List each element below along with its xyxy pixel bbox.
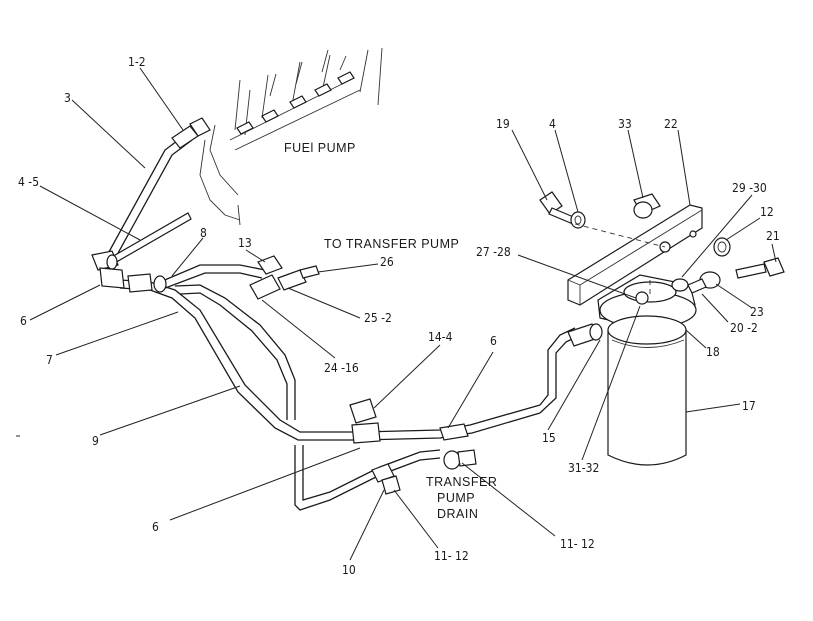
callout-10: 10 xyxy=(342,563,356,577)
callout-7: 7 xyxy=(46,353,53,367)
fitting-20-23 xyxy=(671,271,721,294)
washer-4-right xyxy=(570,211,586,229)
callout-4-right: 4 xyxy=(549,117,556,131)
callout-13: 13 xyxy=(238,236,252,250)
callout-19: 19 xyxy=(496,117,510,131)
callout-18: 18 xyxy=(706,345,720,359)
fitting-11-12-right xyxy=(443,449,477,470)
callout-1-2: 1-2 xyxy=(128,55,146,69)
caption-to-transfer-pump: TO TRANSFER PUMP xyxy=(324,237,459,251)
clamp-6-mid xyxy=(439,423,469,441)
fuel-tubes xyxy=(99,134,579,511)
caption-transfer-pump-drain-line1: TRANSFER xyxy=(426,475,497,489)
fitting-15 xyxy=(567,323,603,347)
caption-transfer-pump-drain-line2: PUMP xyxy=(437,491,475,505)
callout-11-12-left: 11- 12 xyxy=(434,549,469,563)
clip-10 xyxy=(371,463,401,495)
bolt-4-5 xyxy=(106,212,192,270)
callout-24-16: 24 -16 xyxy=(324,361,359,375)
fitting-1-2 xyxy=(171,117,211,149)
clip-14 xyxy=(349,398,381,444)
fuel-pump-outline xyxy=(199,47,383,226)
callout-9: 9 xyxy=(92,434,99,448)
callout-26: 26 xyxy=(380,255,394,269)
callout-4-5: 4 -5 xyxy=(18,175,39,189)
callout-15: 15 xyxy=(542,431,556,445)
leader-lines xyxy=(29,67,777,561)
callout-21: 21 xyxy=(766,229,780,243)
callout-6-mid: 6 xyxy=(490,334,497,348)
callout-3: 3 xyxy=(64,91,71,105)
callout-29-30: 29 -30 xyxy=(732,181,767,195)
callout-6-bottom: 6 xyxy=(152,520,159,534)
caption-transfer-pump-drain-line3: DRAIN xyxy=(437,507,478,521)
callout-14-4: 14-4 xyxy=(428,330,453,344)
filter-17 xyxy=(607,315,687,466)
callout-27-28: 27 -28 xyxy=(476,245,511,259)
callout-11-12-right: 11- 12 xyxy=(560,537,595,551)
pump-outlet-fittings xyxy=(236,49,355,135)
callout-6-left: 6 xyxy=(20,314,27,328)
callout-33: 33 xyxy=(618,117,632,131)
callout-22: 22 xyxy=(664,117,678,131)
callout-25-2: 25 -2 xyxy=(364,311,392,325)
callout-8: 8 xyxy=(200,226,207,240)
callout-31-32: 31-32 xyxy=(568,461,599,475)
callout-23: 23 xyxy=(750,305,764,319)
fitting-25-26 xyxy=(249,265,320,300)
bolt-21 xyxy=(735,257,785,279)
caption-fuel-pump: FUEl PUMP xyxy=(284,141,356,155)
callout-17: 17 xyxy=(742,399,756,413)
washer-12-right xyxy=(713,237,731,257)
spacer-33 xyxy=(633,193,661,219)
callout-20-2: 20 -2 xyxy=(730,321,758,335)
callout-12-right: 12 xyxy=(760,205,774,219)
fitting-13 xyxy=(257,255,283,275)
fitting-8 xyxy=(127,273,167,293)
